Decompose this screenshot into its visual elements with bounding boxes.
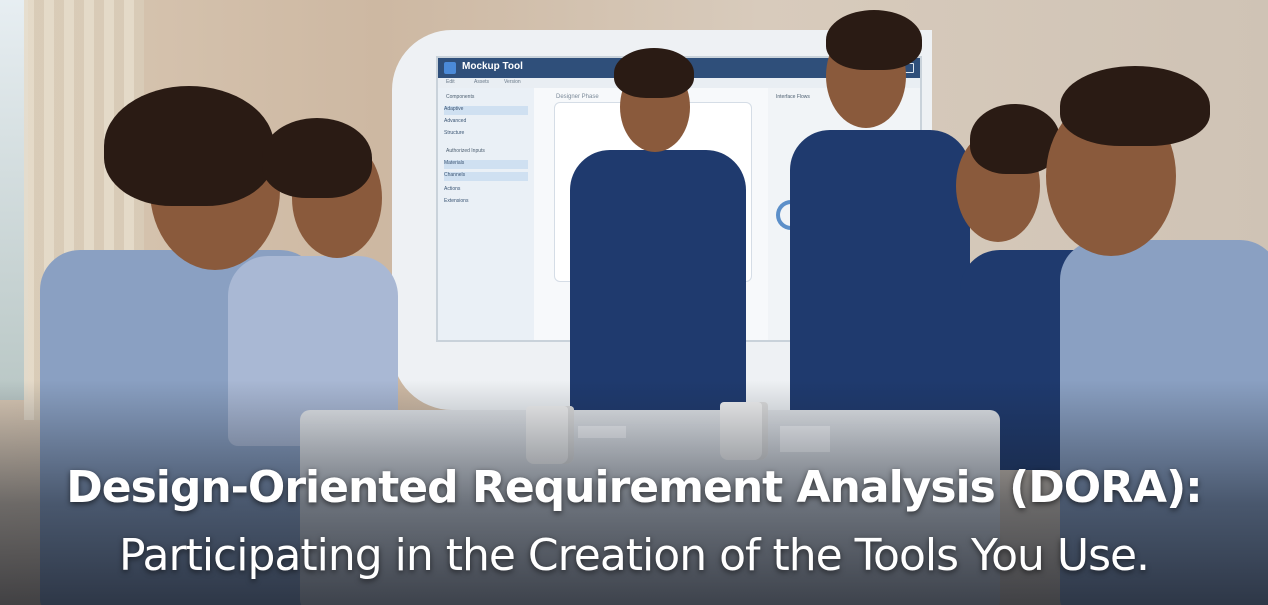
headline-line-2: Participating in the Creation of the Too…	[118, 530, 1150, 581]
sidebar-item: Advanced	[444, 118, 467, 124]
right-panel-title: Interface Flows	[776, 94, 810, 100]
headline-line-1: Design-Oriented Requirement Analysis (DO…	[66, 462, 1203, 513]
app-icon	[444, 62, 456, 74]
tab-version: Version	[504, 79, 521, 85]
sidebar-item: Structure	[444, 130, 465, 136]
sidebar-section-components: Components	[446, 94, 475, 100]
sidebar-item: Channels	[444, 172, 528, 181]
tab-edit: Edit	[446, 79, 455, 85]
window	[0, 0, 28, 400]
sidebar-item: Extensions	[444, 198, 469, 204]
app-title: Mockup Tool	[462, 61, 523, 72]
tab-assets: Assets	[474, 79, 490, 85]
sidebar-item: Actions	[444, 186, 461, 192]
sidebar-section-inputs: Authorized Inputs	[446, 148, 485, 154]
screen-sidebar: Components Adaptive Advanced Structure A…	[438, 88, 534, 340]
sidebar-item: Adaptive	[444, 106, 528, 115]
canvas-label: Designer Phase	[556, 94, 599, 100]
sidebar-item: Materials	[444, 160, 528, 169]
bottom-vignette	[0, 380, 1268, 605]
